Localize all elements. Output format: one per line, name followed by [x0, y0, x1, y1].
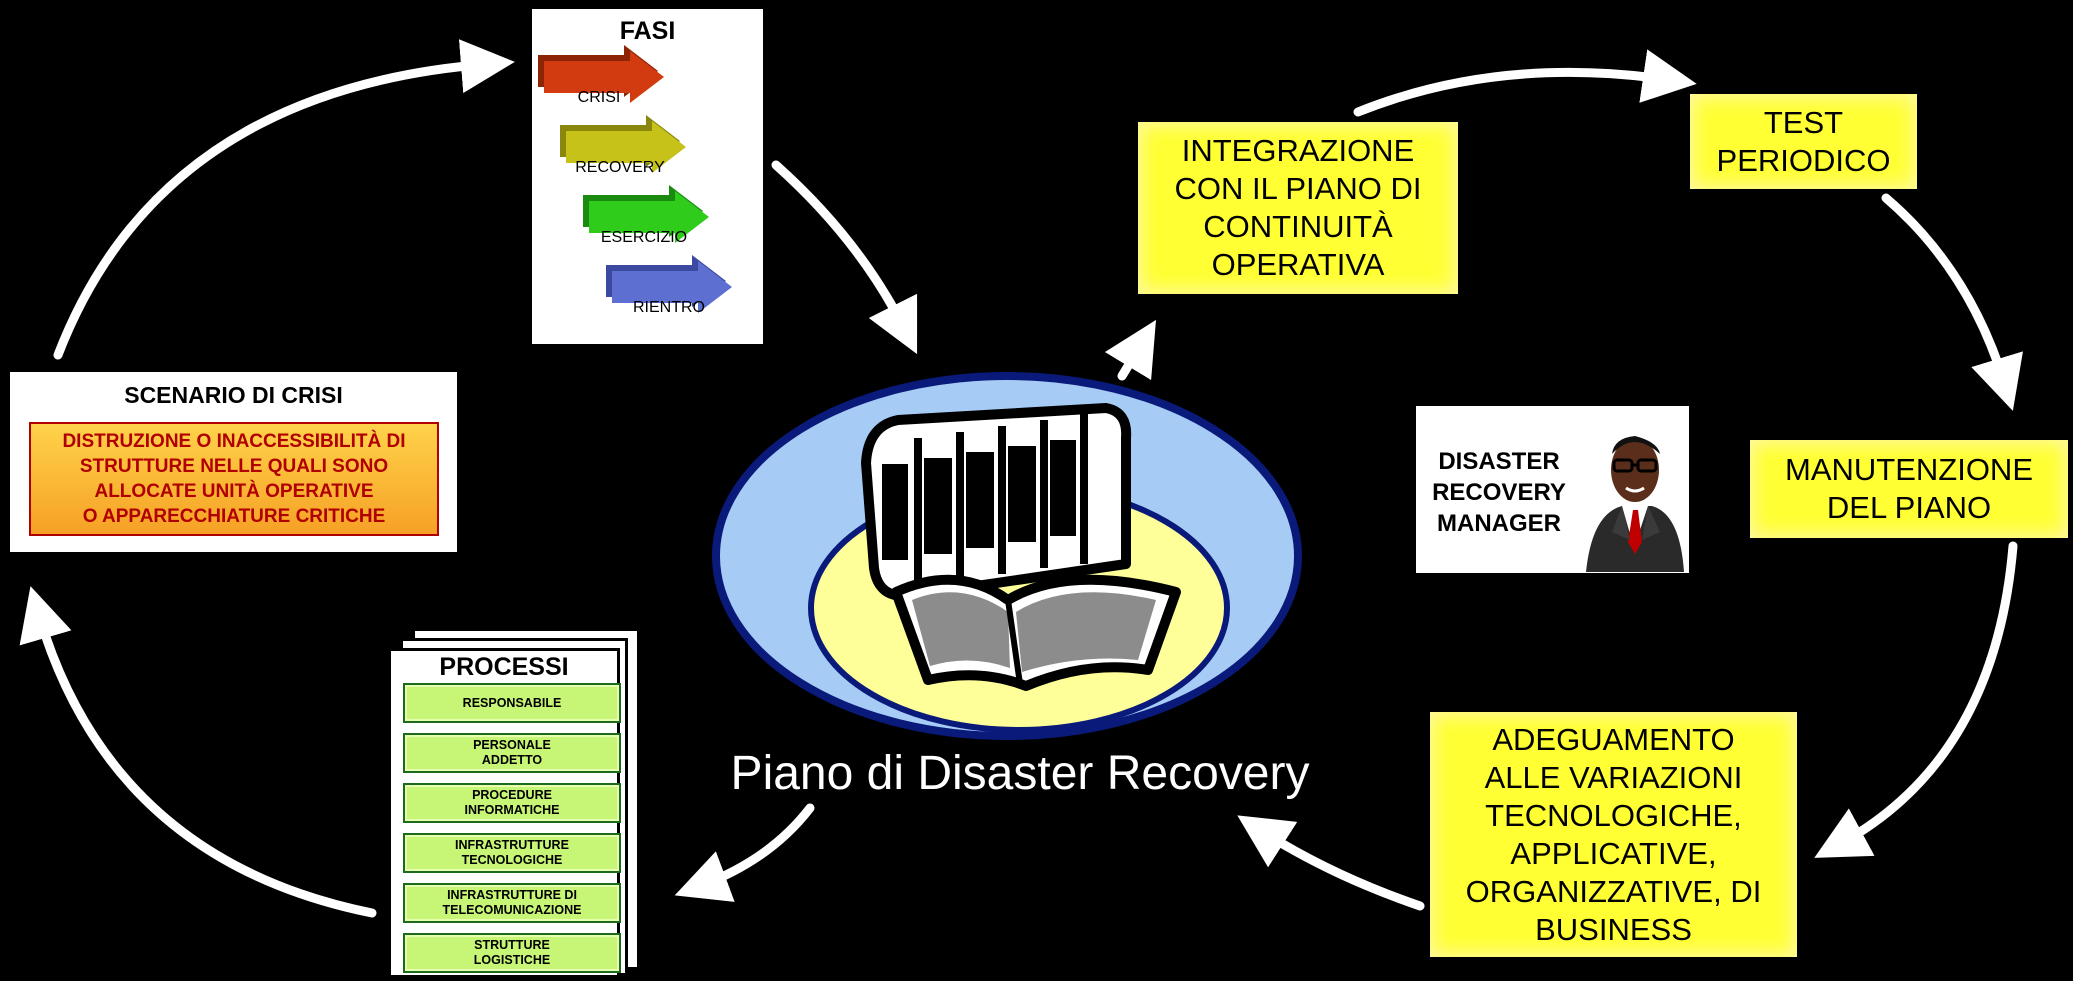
phase-label-esercizio: ESERCIZIO — [600, 229, 688, 246]
arrow-integrazione-to-test — [1353, 49, 1697, 117]
test-box: TEST PERIODICO — [1690, 94, 1917, 189]
arrow-adeguamento-to-piano — [1237, 815, 1425, 911]
fasi-panel: FASI CRISI RECOVERY ESERCIZIO RIENTRO — [532, 9, 763, 344]
processi-card-stack: PROCESSI RESPONSABILE PERSONALE ADDETTO … — [388, 628, 643, 978]
phase-arrow-crisi — [538, 45, 664, 103]
fasi-title: FASI — [619, 17, 676, 45]
scenario-box: SCENARIO DI CRISI DISTRUZIONE O INACCESS… — [10, 372, 457, 552]
piano-emblem — [712, 372, 1302, 740]
arrow-piano-to-processi — [674, 803, 815, 902]
manager-box: DISASTER RECOVERY MANAGER — [1416, 406, 1689, 573]
manager-label: DISASTER RECOVERY MANAGER — [1432, 448, 1566, 537]
arrow-piano-to-integrazione — [1104, 319, 1156, 381]
processo-infrastrutture-telecomunicazione: INFRASTRUTTURE DI TELECOMUNICAZIONE — [403, 883, 621, 923]
books-icon — [861, 403, 1181, 691]
arrow-processi-to-scenario — [19, 586, 377, 918]
processi-card: PROCESSI RESPONSABILE PERSONALE ADDETTO … — [388, 648, 621, 978]
phase-label-recovery: RECOVERY — [575, 159, 665, 176]
adeguamento-box: ADEGUAMENTO ALLE VARIAZIONI TECNOLOGICHE… — [1430, 712, 1797, 957]
processo-infrastrutture-tecnologiche: INFRASTRUTTURE TECNOLOGICHE — [403, 833, 621, 873]
phase-label-crisi: CRISI — [577, 89, 621, 106]
arrow-test-to-manutenzione — [1881, 193, 2023, 411]
scenario-title: SCENARIO DI CRISI — [124, 382, 343, 408]
manutenzione-box: MANUTENZIONE DEL PIANO — [1750, 440, 2068, 538]
phase-label-rientro: RIENTRO — [633, 299, 705, 316]
manager-avatar — [1586, 436, 1684, 572]
arrow-fasi-to-piano — [771, 160, 918, 355]
processo-personale-addetto: PERSONALE ADDETTO — [403, 733, 621, 773]
scenario-description: DISTRUZIONE O INACCESSIBILITÀ DI STRUTTU… — [29, 422, 439, 536]
phase-arrows — [538, 45, 732, 313]
phase-arrow-recovery — [560, 115, 686, 173]
processo-responsabile: RESPONSABILE — [403, 683, 621, 723]
phase-arrow-esercizio — [583, 185, 709, 243]
processo-strutture-logistiche: STRUTTURE LOGISTICHE — [403, 933, 621, 973]
center-label: Piano di Disaster Recovery — [730, 747, 1310, 800]
processo-procedure-informatiche: PROCEDURE INFORMATICHE — [403, 783, 621, 823]
phase-arrow-rientro — [606, 255, 732, 313]
arrow-scenario-to-fasi — [53, 39, 515, 360]
integrazione-box: INTEGRAZIONE CON IL PIANO DI CONTINUITÀ … — [1138, 122, 1458, 294]
processi-title: PROCESSI — [439, 653, 569, 681]
arrow-manutenzione-to-adeguamento — [1814, 541, 2018, 858]
